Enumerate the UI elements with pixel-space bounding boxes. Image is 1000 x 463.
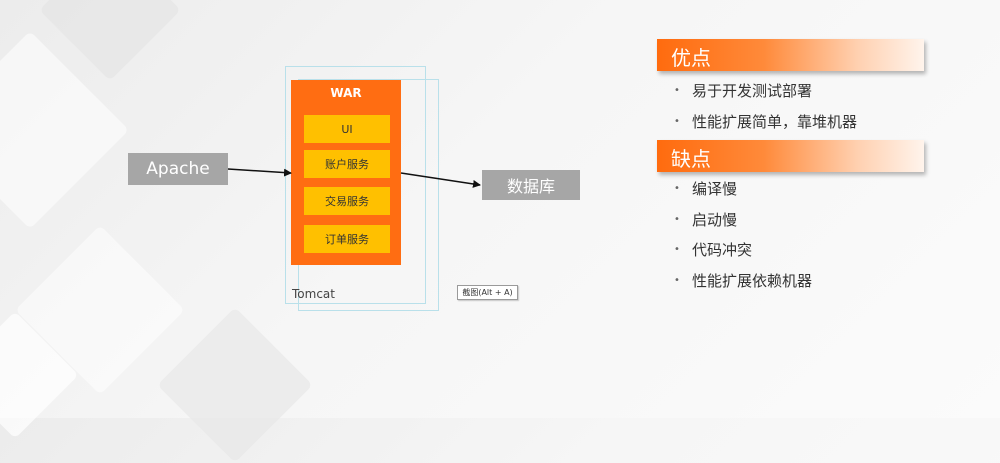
service-account: 账户服务 [304,150,390,178]
database-node: 数据库 [482,170,580,200]
connector-arrows [227,168,481,188]
screenshot-tooltip: 截图(Alt + A) [457,285,518,300]
pros-list: • 易于开发测试部署 • 性能扩展简单，靠堆机器 [674,76,857,137]
bullet-icon: • [674,183,680,194]
list-item: • 易于开发测试部署 [674,76,857,107]
cons-item-text: 启动慢 [692,210,738,229]
cons-list: • 编译慢 • 启动慢 • 代码冲突 • 性能扩展依赖机器 [674,174,812,296]
bullet-icon: • [674,274,680,286]
list-item: • 编译慢 [674,174,812,205]
service-trade: 交易服务 [304,187,390,215]
service-order: 订单服务 [304,225,390,253]
bullet-icon: • [674,115,680,127]
pros-item-text: 易于开发测试部署 [692,82,813,100]
list-item: • 启动慢 [674,205,812,236]
tomcat-label: Tomcat [292,287,335,301]
apache-node: Apache [128,153,228,185]
war-package: WAR UI 账户服务 交易服务 订单服务 [291,80,401,265]
war-label: WAR [330,86,362,100]
list-item: • 性能扩展依赖机器 [674,266,812,297]
cons-item-text: 编译慢 [692,180,738,198]
cons-banner: 缺点 [657,140,924,172]
bullet-icon: • [674,85,680,96]
cons-title: 缺点 [671,147,711,171]
pros-item-text: 性能扩展简单，靠堆机器 [692,112,858,131]
pros-banner: 优点 [657,39,924,71]
list-item: • 代码冲突 [674,235,812,266]
tomcat-frame-outer [285,66,426,304]
bullet-icon: • [674,244,680,255]
arrow-war-to-database [400,172,481,188]
arrow-apache-to-war [227,168,292,177]
pros-title: 优点 [671,46,711,70]
service-ui: UI [304,115,390,143]
bullet-icon: • [674,213,680,225]
cons-item-text: 性能扩展依赖机器 [692,271,813,290]
list-item: • 性能扩展简单，靠堆机器 [674,107,857,138]
cons-item-text: 代码冲突 [692,241,753,259]
